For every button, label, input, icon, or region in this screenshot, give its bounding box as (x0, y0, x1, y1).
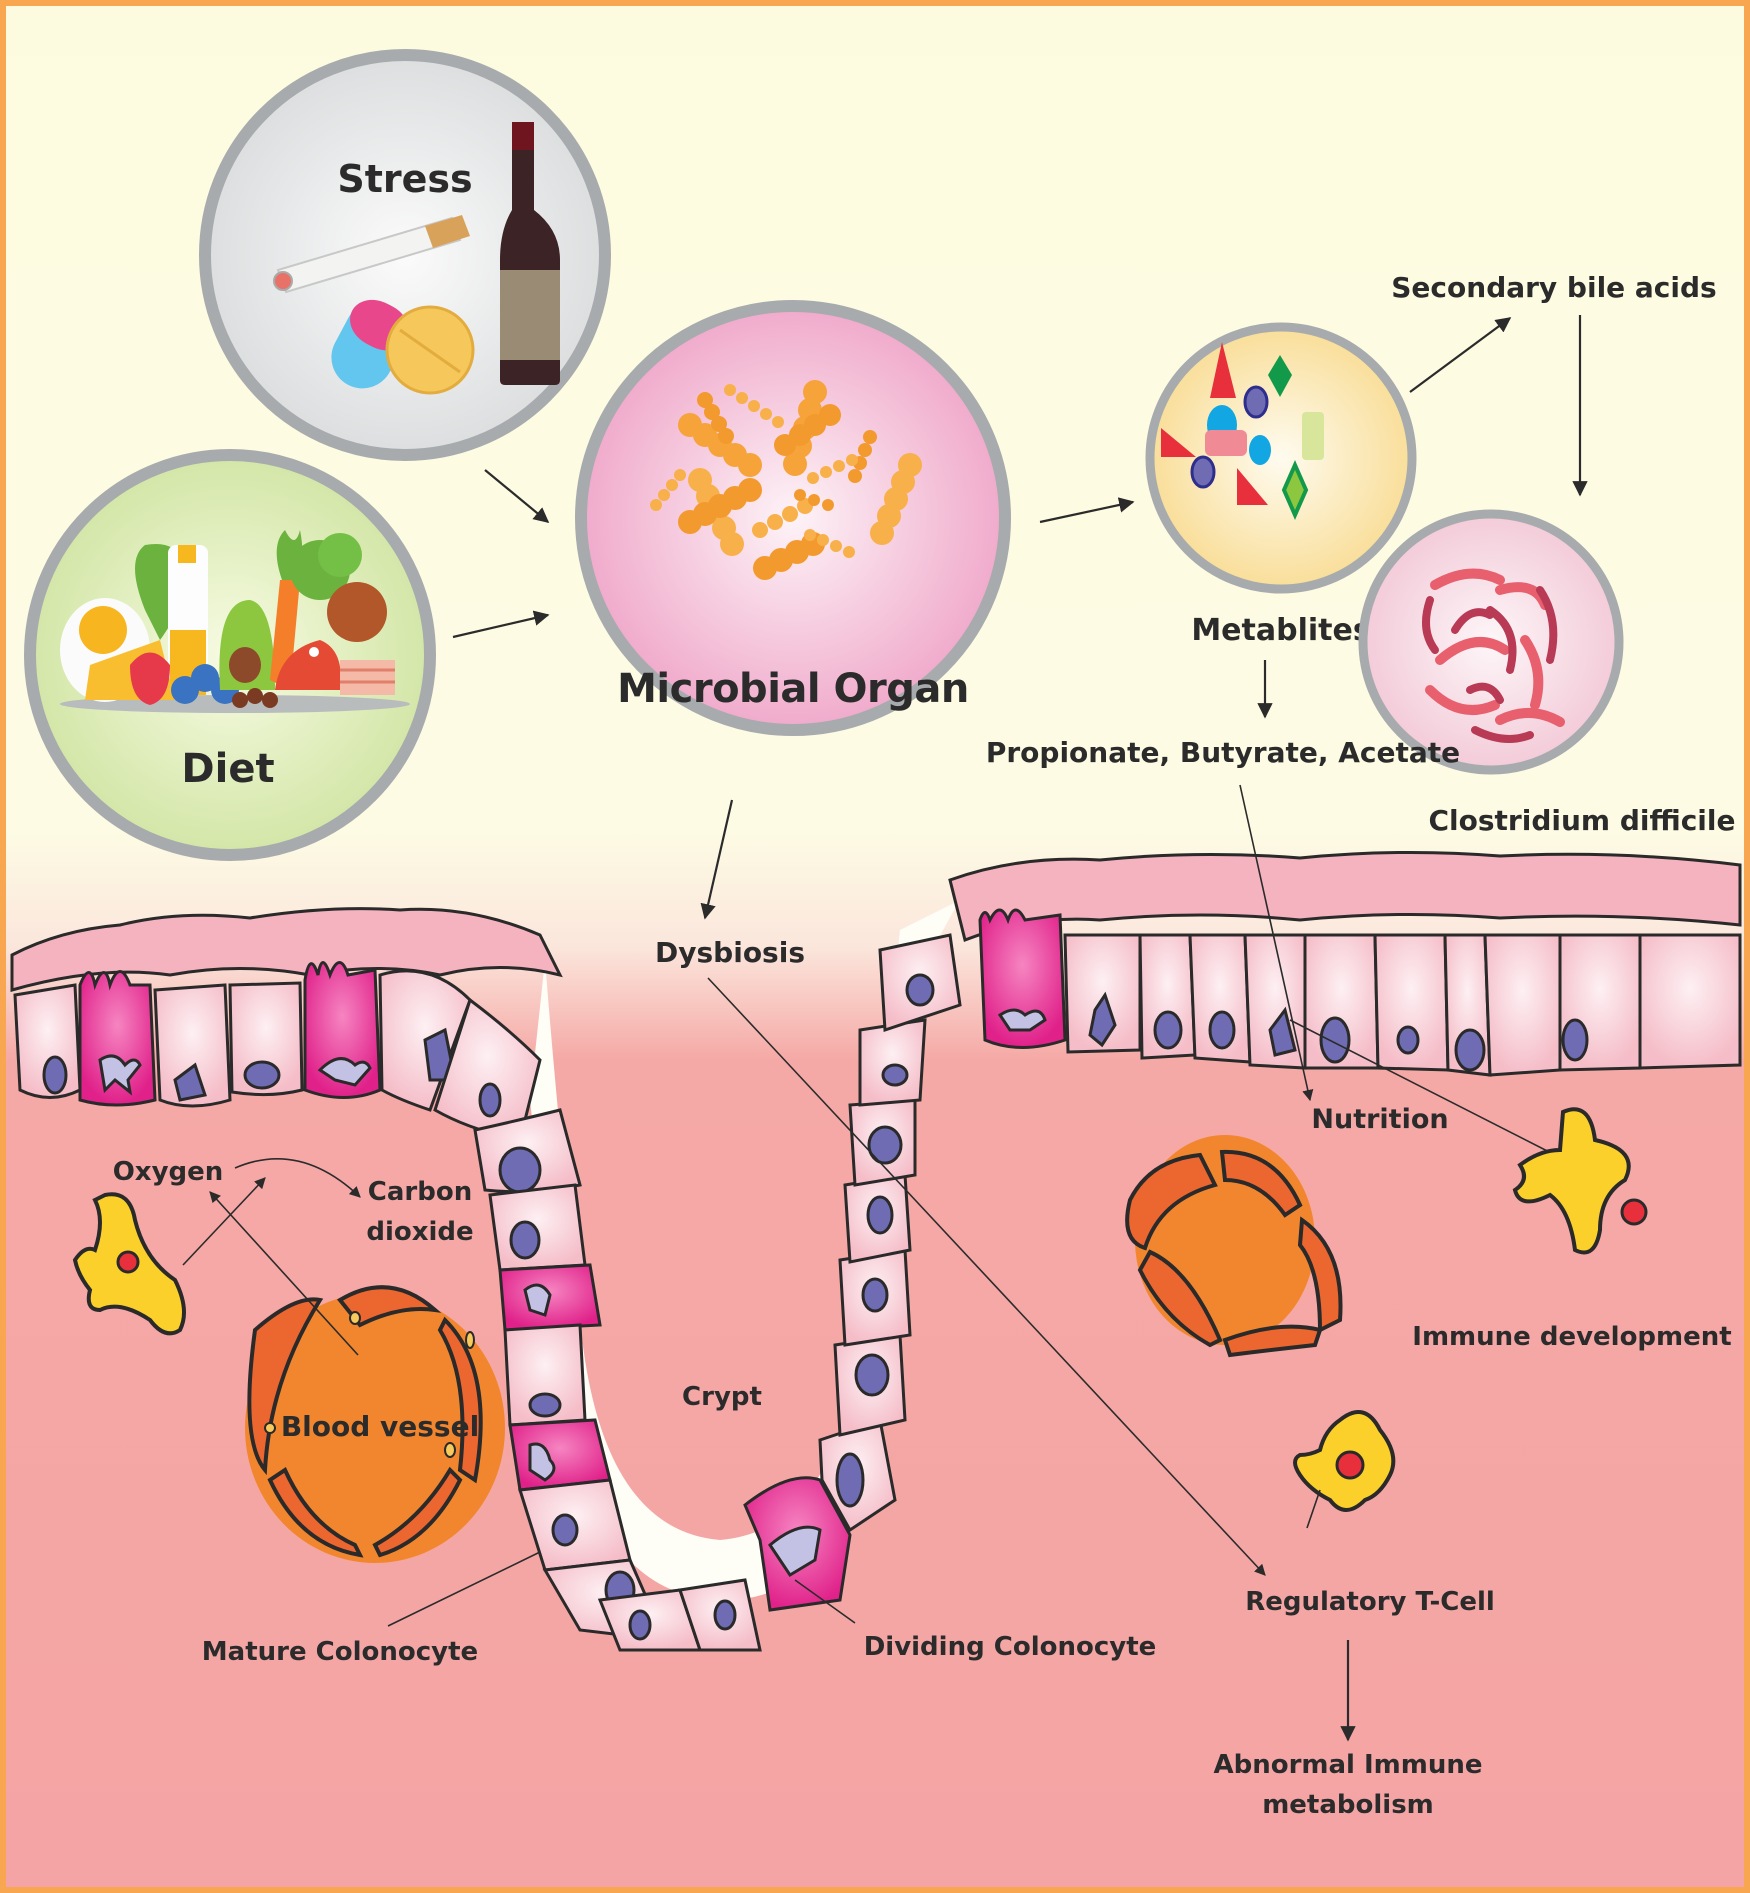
leader-mature-colonocyte (387, 1551, 541, 1627)
blood-vessel-left (245, 1285, 505, 1563)
stress-circle: Stress (199, 49, 611, 461)
arrow-stress-to-organ (484, 469, 550, 523)
food-icons (60, 530, 395, 708)
bacteria-icons (650, 380, 922, 580)
leader-treg (1306, 1489, 1321, 1529)
arrow-oxygen-to-co2 (234, 1158, 361, 1198)
dividing-colonocyte-label: Dividing Colonocyte (864, 1632, 1157, 1662)
wine-bottle-icon (500, 122, 560, 385)
blood-vessel-label: Blood vessel (281, 1410, 479, 1443)
crypt-wall-left (473, 1108, 762, 1652)
regulatory-t-cell (1293, 1410, 1396, 1512)
arrow-organ-to-metabolites (1039, 497, 1135, 524)
leader-dividing-colonocyte (794, 1579, 856, 1624)
secondary-bile-acids-label: Secondary bile acids (1391, 271, 1716, 304)
mature-colonocyte-label: Mature Colonocyte (202, 1637, 478, 1667)
microbial-organ-circle: Microbial Organ (575, 300, 1011, 736)
arrow-scfa-to-immune-development (1289, 1019, 1566, 1161)
bacteria-rods-icon (1422, 568, 1565, 743)
arrow-vessel-to-oxygen (209, 1191, 359, 1356)
metabolites-label: Metablites (1191, 613, 1370, 648)
cigarette-icon (273, 215, 470, 294)
microbial-organ-label: Microbial Organ (617, 666, 969, 712)
c-difficile-label: Clostridium difficile (1429, 804, 1736, 837)
oxygen-label: Oxygen (113, 1157, 224, 1187)
arrow-dysbiosis-to-treg (707, 977, 1266, 1576)
pill-icon (331, 299, 475, 395)
abnormal-immune-label-line2: metabolism (1262, 1790, 1434, 1820)
carbon-dioxide-label-line1: Carbon (368, 1177, 472, 1207)
arrow-diet-to-organ (452, 610, 550, 639)
brush-border-left (10, 907, 563, 992)
epithelium-right-row (978, 908, 1742, 1077)
nutrition-label: Nutrition (1311, 1104, 1448, 1135)
metabolites-circle (1145, 322, 1417, 594)
arrow-organ-to-dysbiosis (700, 799, 734, 920)
crypt-label: Crypt (682, 1382, 762, 1412)
brush-border-right (948, 850, 1742, 943)
diet-label: Diet (181, 746, 274, 792)
stress-label: Stress (337, 157, 472, 201)
metabolite-shapes-icon (1161, 342, 1324, 520)
scfa-label: Propionate, Butyrate, Acetate (986, 736, 1460, 769)
arrow-metabolites-to-bile-acids (1409, 317, 1512, 393)
diet-circle: Diet (24, 449, 436, 861)
blood-vessel-right (1125, 1135, 1343, 1358)
immune-cell-development (1512, 1107, 1648, 1255)
arrow-scfa-to-nutrition (1239, 784, 1314, 1102)
arrow-immune-to-oxygen (182, 1177, 266, 1266)
crypt-wall-right (743, 933, 962, 1612)
immune-cell-left (72, 1192, 186, 1336)
immune-development-label: Immune development (1412, 1322, 1731, 1352)
abnormal-immune-label-line1: Abnormal Immune (1213, 1750, 1482, 1780)
c-difficile-circle (1358, 509, 1624, 775)
carbon-dioxide-label-line2: dioxide (366, 1217, 473, 1247)
dysbiosis-label: Dysbiosis (655, 936, 805, 969)
regulatory-t-cell-label: Regulatory T-Cell (1245, 1587, 1495, 1617)
epithelium-left-row (13, 961, 542, 1142)
